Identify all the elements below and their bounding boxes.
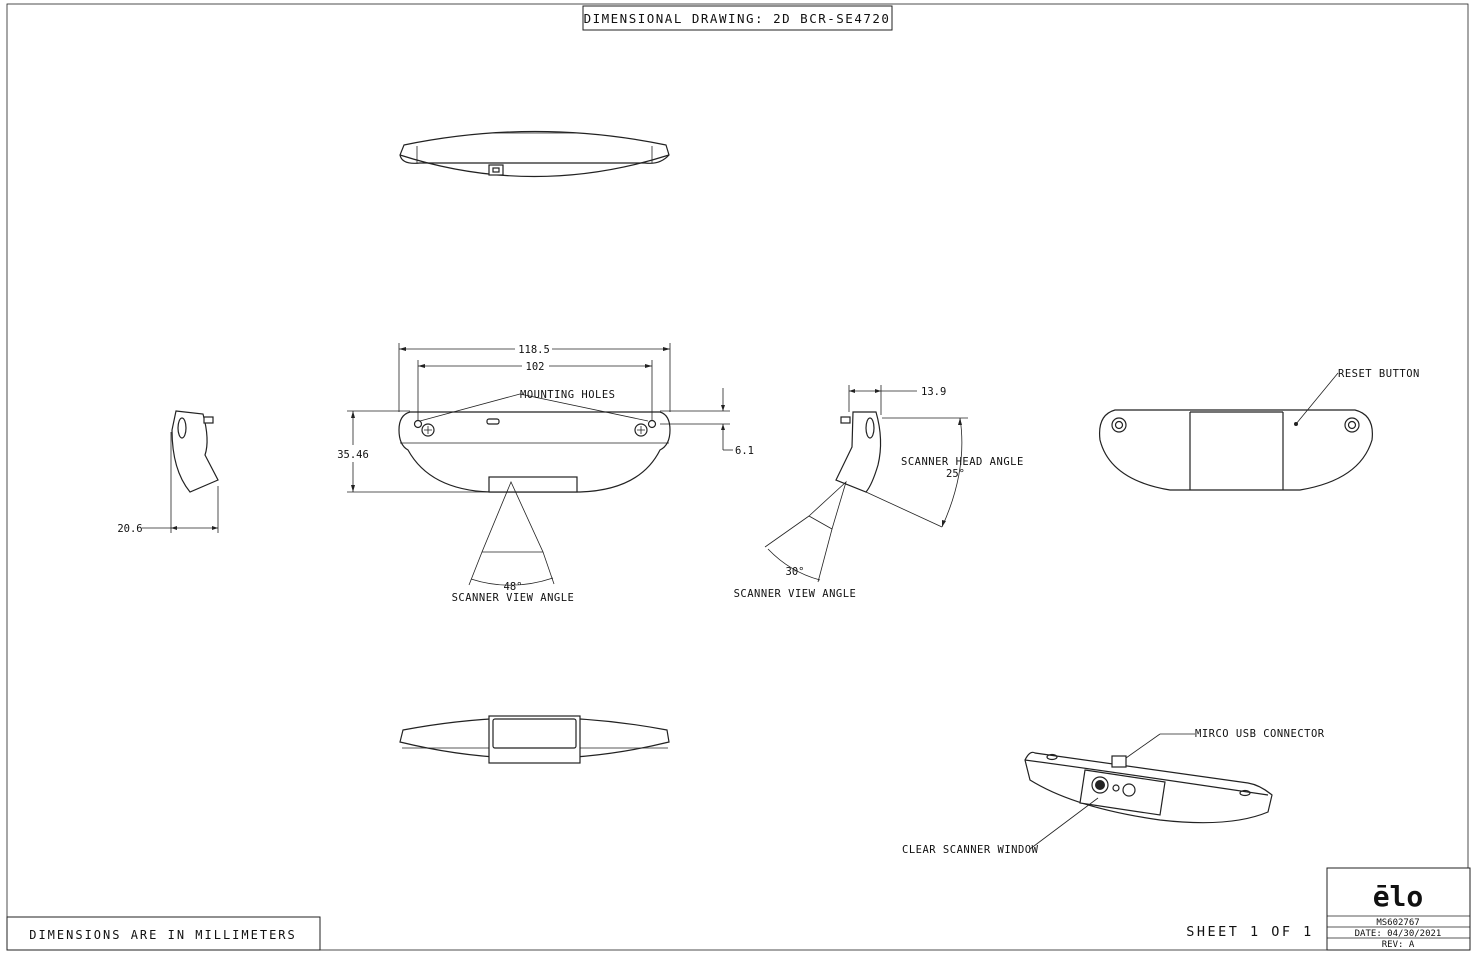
dim-hole-offset: 6.1 xyxy=(735,445,754,457)
drawing-rev: REV: A xyxy=(1382,940,1415,950)
clear-window-label: CLEAR SCANNER WINDOW xyxy=(902,844,1039,856)
front-view-angle-label: SCANNER VIEW ANGLE xyxy=(452,592,575,604)
elo-logo: ēlo xyxy=(1373,880,1424,913)
dim-head-depth: 13.9 xyxy=(921,386,946,398)
reset-button-label: RESET BUTTON xyxy=(1338,368,1420,380)
dim-height: 35.46 xyxy=(337,449,369,461)
title-block: ēlo MS602767 DATE: 04/30/2021 REV: A xyxy=(1326,867,1471,951)
rear-view: RESET BUTTON xyxy=(1098,368,1420,491)
usb-connector-label: MIRCO USB CONNECTOR xyxy=(1195,728,1325,740)
dim-side-depth: 20.6 xyxy=(117,523,142,535)
right-side-view: 13.9 SCANNER HEAD ANGLE 25° 30° SCANNER … xyxy=(734,385,1024,600)
drawing-title: DIMENSIONAL DRAWING: 2D BCR-SE4720 xyxy=(584,11,891,26)
dim-overall-width: 118.5 xyxy=(518,344,550,356)
bottom-view xyxy=(399,715,670,764)
side-view-angle: 30° xyxy=(786,566,805,578)
front-view: 118.5 102 35.46 6.1 MOUNTING HOLES 48° S… xyxy=(337,343,754,604)
units-note-box xyxy=(6,916,321,951)
side-view-angle-label: SCANNER VIEW ANGLE xyxy=(734,588,857,600)
dim-hole-spacing: 102 xyxy=(526,361,545,373)
top-view xyxy=(399,130,670,178)
head-angle-label: SCANNER HEAD ANGLE xyxy=(901,456,1024,468)
left-side-view: 20.6 xyxy=(117,410,219,535)
isometric-view: MIRCO USB CONNECTOR CLEAR SCANNER WINDOW xyxy=(902,728,1325,856)
part-number: MS602767 xyxy=(1376,918,1419,928)
drawing-date: DATE: 04/30/2021 xyxy=(1355,929,1442,939)
front-view-angle: 48° xyxy=(504,581,523,593)
mounting-holes-label: MOUNTING HOLES xyxy=(520,389,616,401)
head-angle-value: 25° xyxy=(946,468,965,480)
title-box xyxy=(582,5,893,31)
sheet-border xyxy=(6,3,1469,951)
units-note: DIMENSIONS ARE IN MILLIMETERS xyxy=(29,928,297,942)
sheet-label: SHEET 1 OF 1 xyxy=(1186,924,1314,940)
